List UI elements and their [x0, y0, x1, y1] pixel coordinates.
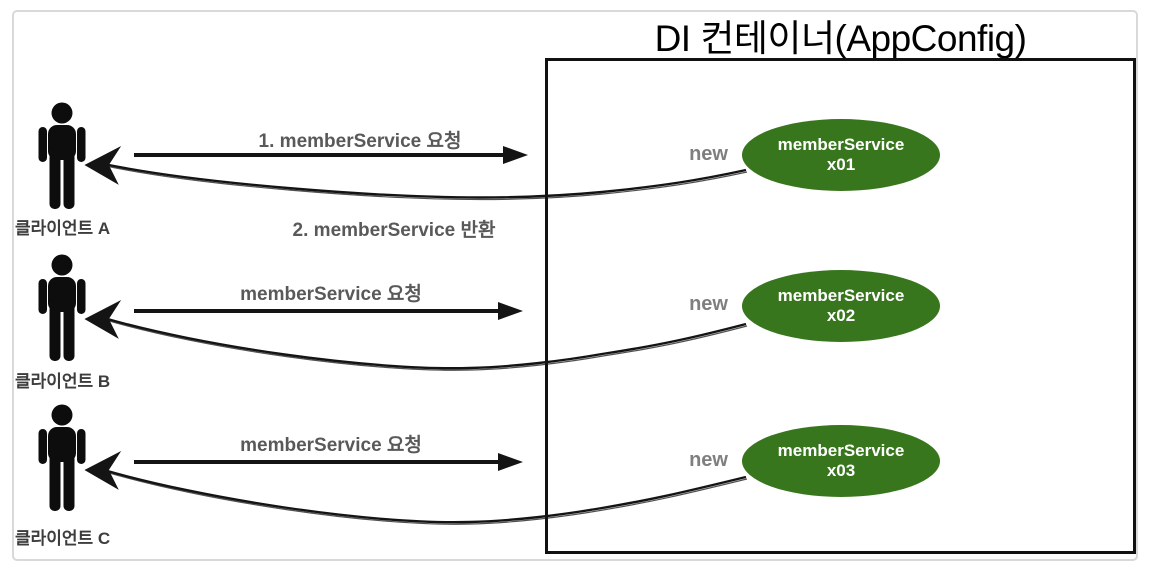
bean-2-name: memberService	[777, 286, 905, 305]
outer-frame	[12, 10, 1138, 561]
bean-3-name: memberService	[777, 441, 905, 460]
client-a-label: 클라이언트 A	[15, 219, 111, 238]
return-arrow-a-sketch	[105, 165, 748, 201]
return-arrow-a	[103, 162, 747, 199]
client-c-person-icon	[38, 404, 86, 511]
new-label-c: new	[689, 449, 728, 471]
return-label-a: 2. memberService 반환	[292, 220, 496, 241]
request-arrowhead-a	[503, 146, 528, 164]
return-arrow-b-sketch	[105, 319, 748, 371]
client-b-label: 클라이언트 B	[15, 372, 111, 391]
return-arrow-b	[103, 316, 747, 370]
bean-1-name: memberService	[777, 135, 905, 154]
return-arrowhead-b	[84, 300, 122, 339]
member-service-bean-2: memberService x02	[742, 270, 940, 342]
client-b-person-icon	[38, 254, 86, 361]
di-container-box	[545, 58, 1136, 554]
return-arrowhead-a	[84, 146, 122, 185]
return-arrow-c	[103, 468, 747, 524]
request-label-c: memberService 요청	[240, 435, 422, 456]
bean-1-instance: x01	[826, 155, 856, 174]
member-service-bean-1: memberService x01	[742, 119, 940, 191]
request-arrowhead-b	[498, 302, 523, 320]
client-a-person-icon	[38, 102, 86, 209]
return-arrowhead-c	[84, 451, 122, 490]
new-label-a: new	[689, 143, 728, 165]
return-arrow-c-sketch	[105, 471, 748, 525]
request-label-a: 1. memberService 요청	[258, 131, 462, 152]
member-service-bean-3: memberService x03	[742, 425, 940, 497]
page-title: DI 컨테이너(AppConfig)	[654, 18, 1027, 59]
client-c-label: 클라이언트 C	[15, 529, 111, 548]
bean-2-instance: x02	[826, 306, 856, 325]
request-arrowhead-c	[498, 453, 523, 471]
new-label-b: new	[689, 293, 728, 315]
request-label-b: memberService 요청	[240, 284, 422, 305]
bean-3-instance: x03	[826, 461, 856, 480]
